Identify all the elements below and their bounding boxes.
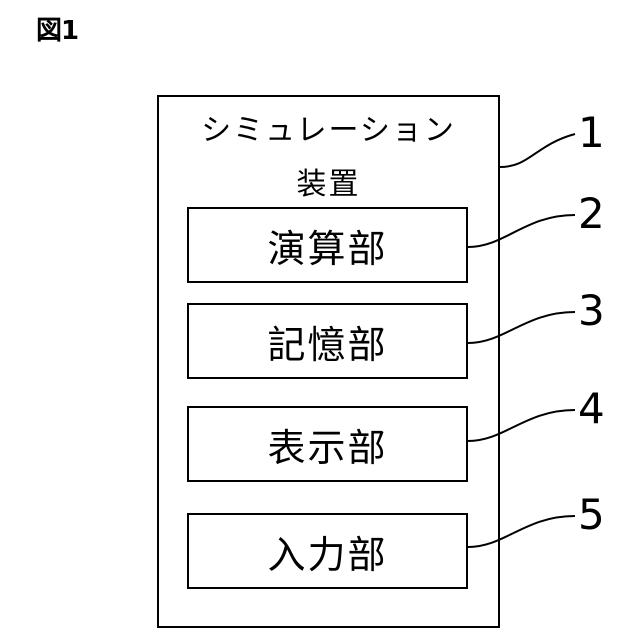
leader-line-3 (468, 312, 575, 343)
reference-numeral-3: 3 (578, 290, 605, 332)
reference-numeral-4: 4 (578, 388, 605, 430)
leader-line-5 (468, 516, 575, 547)
reference-numeral-5: 5 (578, 494, 605, 536)
leader-line-4 (468, 410, 575, 441)
leader-line-2 (468, 215, 575, 247)
reference-numeral-1: 1 (578, 112, 605, 154)
leader-line-1 (500, 134, 575, 167)
reference-numeral-2: 2 (578, 193, 605, 235)
